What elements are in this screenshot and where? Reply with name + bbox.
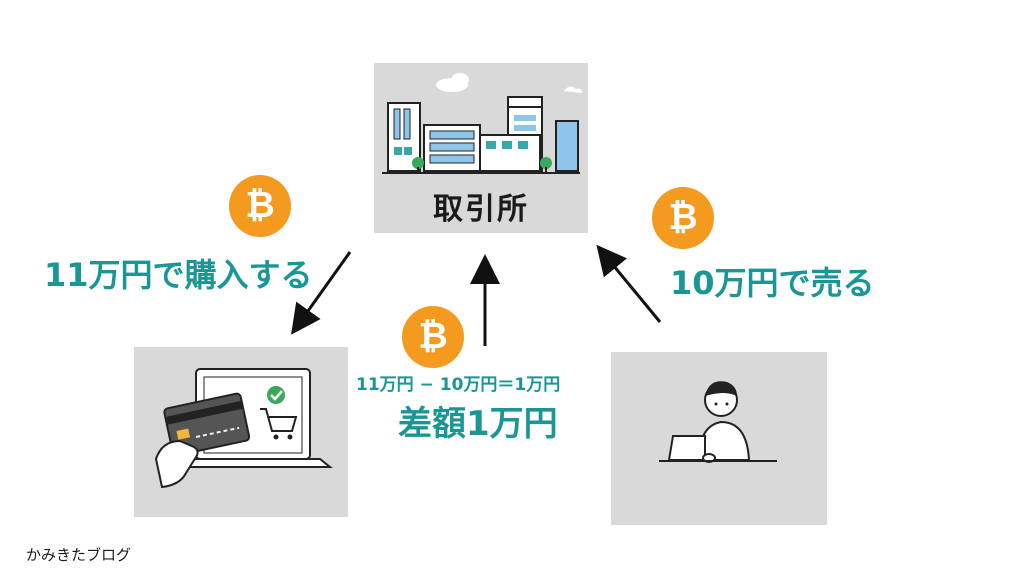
arrow-seller-to-exchange — [596, 244, 662, 323]
difference-total: 差額1万円 — [398, 404, 558, 444]
bitcoin-icon: ₿ — [229, 175, 291, 237]
person-laptop-illustration — [659, 381, 777, 463]
sell-label: 10万円で売る — [670, 264, 875, 302]
cart-icon — [260, 408, 298, 432]
buy-label: 11万円で購入する — [44, 256, 313, 294]
difference-equation: 11万円 − 10万円＝1万円 — [356, 375, 561, 395]
card-payment-illustration — [154, 368, 333, 489]
footer-brand: かみきたブログ — [26, 546, 132, 564]
online-purchase-panel — [134, 347, 348, 517]
exchange-buildings-illustration — [382, 73, 582, 174]
check-icon — [267, 386, 285, 404]
exchange-label: 取引所 — [433, 192, 529, 227]
bitcoin-icon: ₿ — [652, 187, 714, 249]
exchange-panel: 取引所 — [374, 63, 588, 233]
arrow-exchange-to-buyer — [291, 251, 352, 335]
user-at-laptop-panel — [611, 352, 827, 525]
bitcoin-icon: ₿ — [402, 306, 464, 368]
